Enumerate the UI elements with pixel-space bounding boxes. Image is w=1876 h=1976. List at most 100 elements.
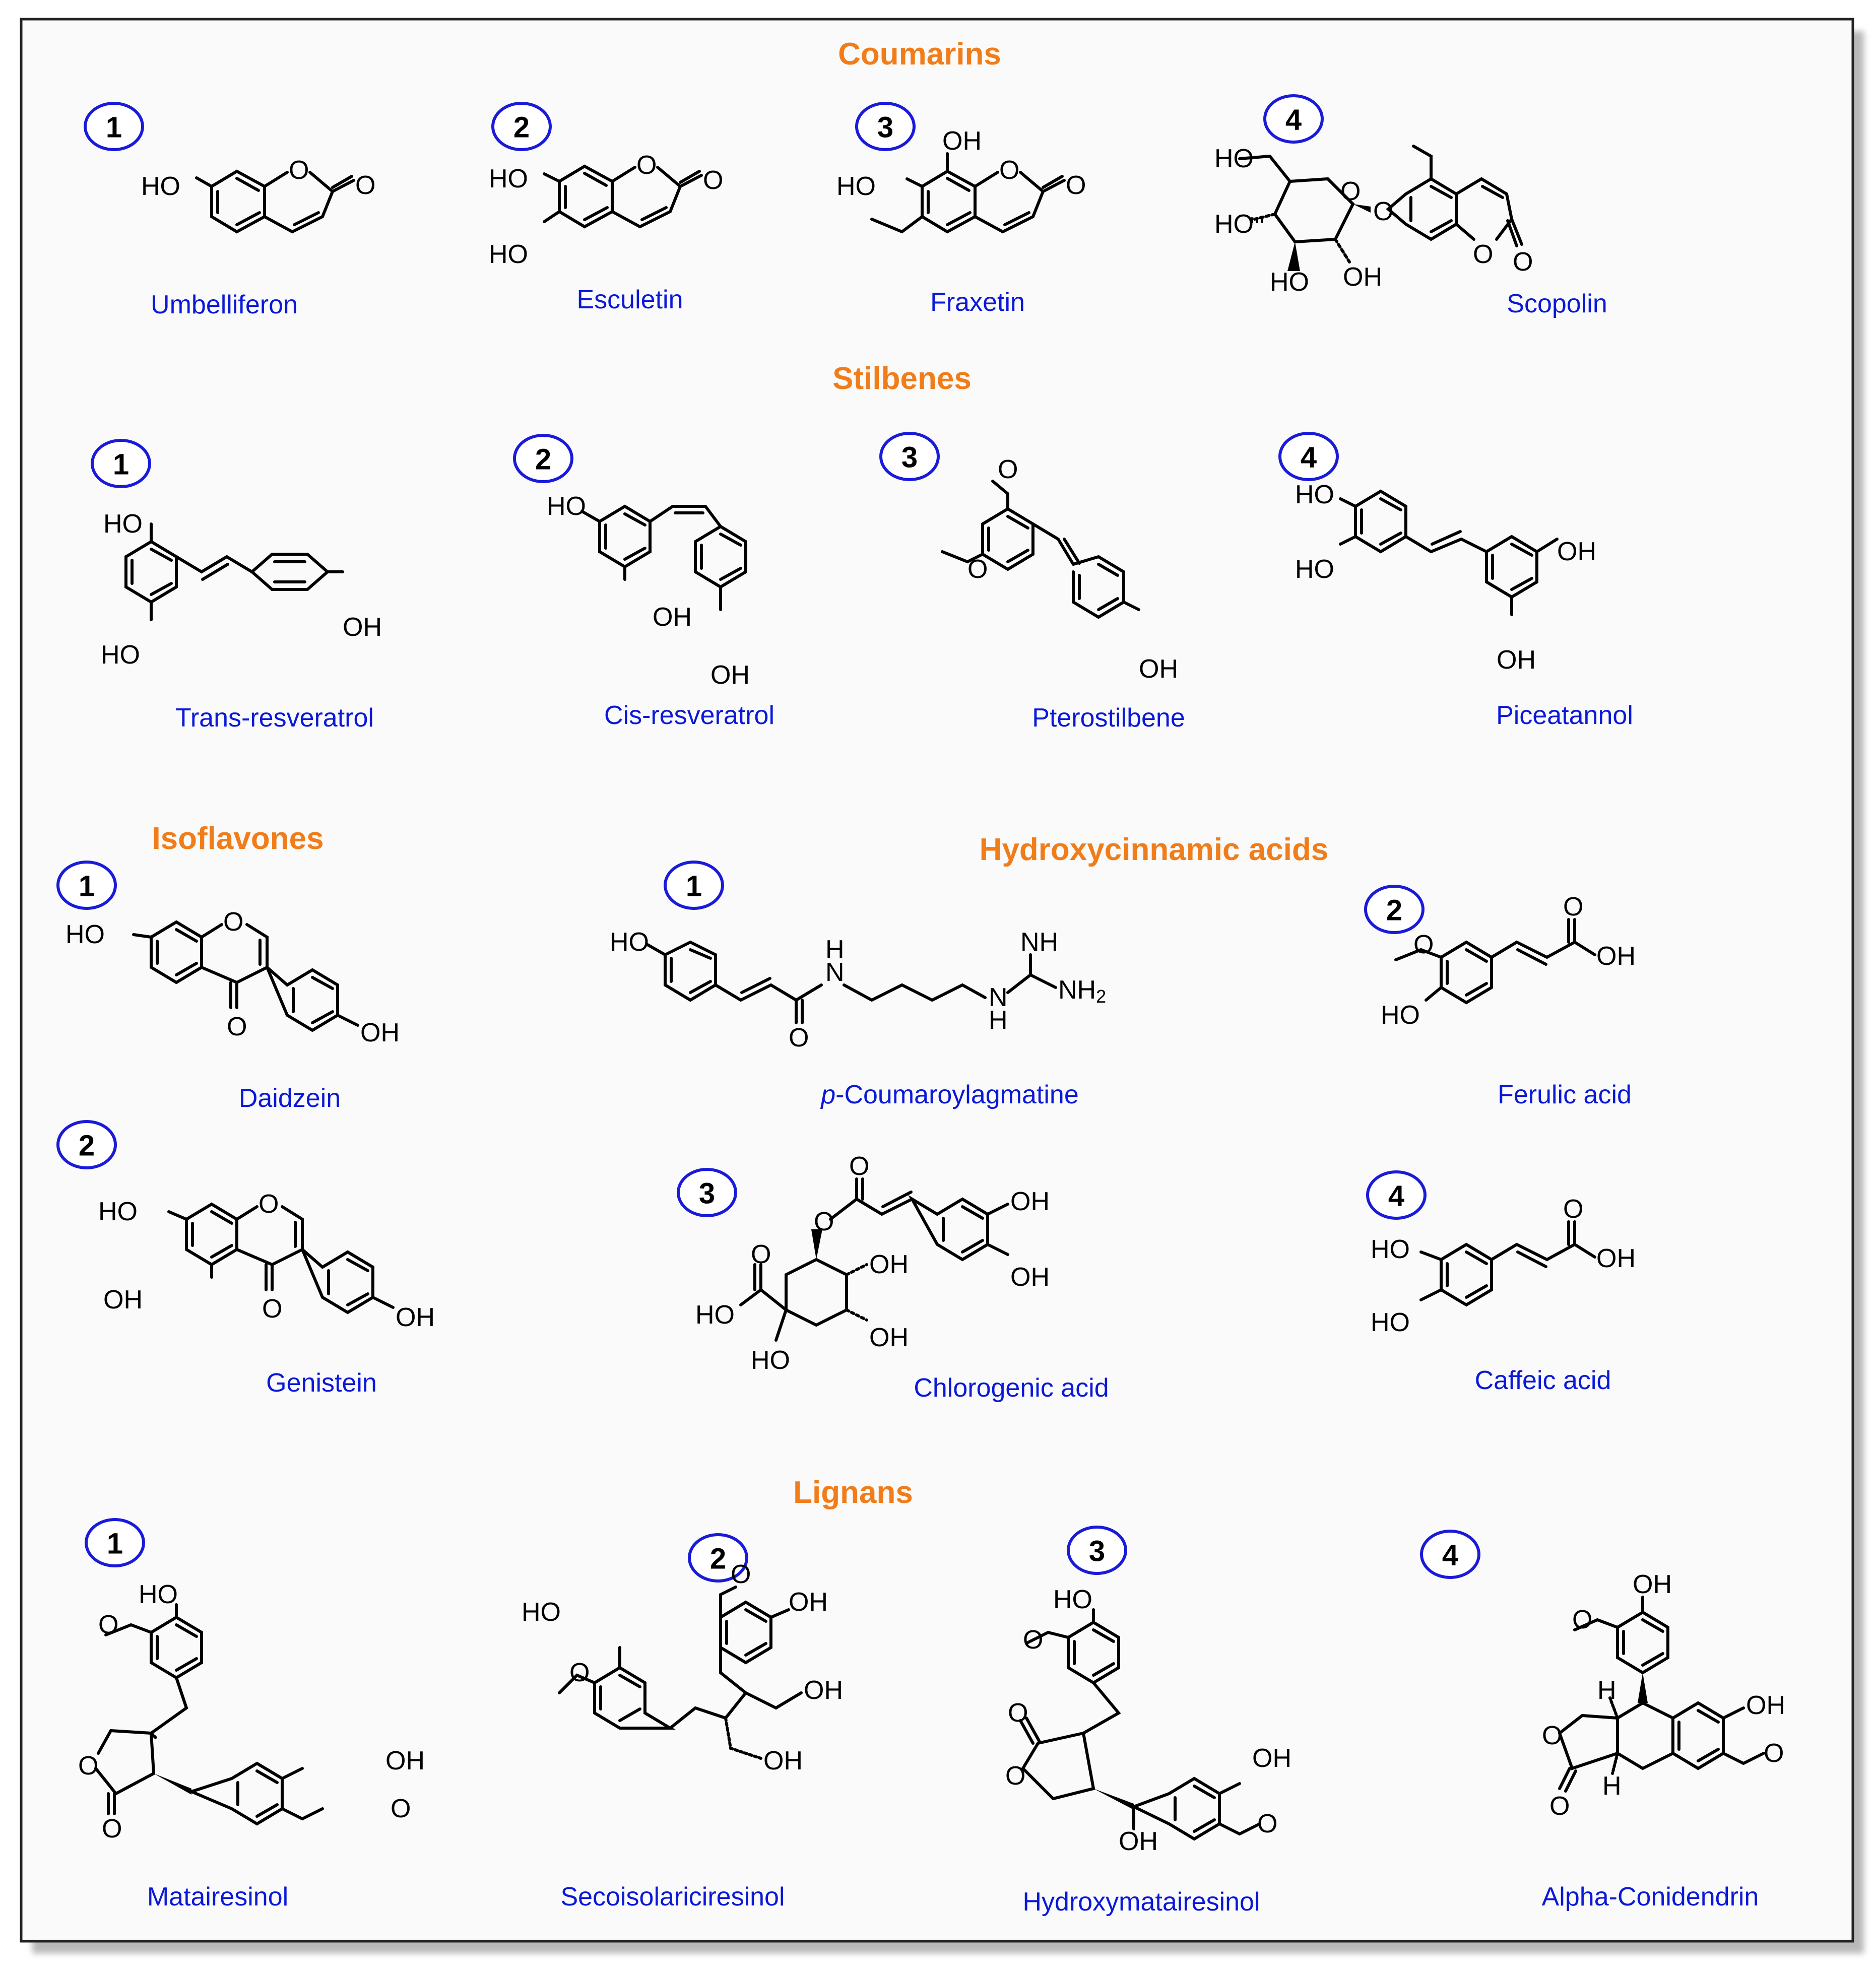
svg-text:HO: HO [103,509,143,539]
svg-text:OH: OH [360,1018,400,1047]
svg-text:1: 1 [107,1528,123,1560]
svg-text:3: 3 [901,441,918,474]
structure-genistein: HO OH O O OH [98,1190,435,1332]
structure-esculetin: HO HO O O [489,151,723,269]
svg-text:OH: OH [1010,1187,1050,1216]
svg-text:O: O [1257,1809,1277,1838]
svg-text:2: 2 [1386,894,1402,927]
structure-ferulic-acid: O HO O OH [1381,892,1636,1030]
svg-text:O: O [1572,1605,1592,1634]
structure-chlorogenic-acid: O O O HO HO OH OH OH OH [695,1152,1050,1375]
svg-text:O: O [967,555,988,584]
structure-scopolin: HO HO ''' HO OH O O O O [1214,144,1533,297]
svg-text:OH: OH [1746,1691,1785,1720]
svg-text:N: N [989,983,1008,1012]
structure-hydroxymatairesinol: HO O O O OH OH O [1005,1585,1291,1856]
compound-name: Pterostilbene [1032,703,1185,733]
section-title-hydroxycinnamic: Hydroxycinnamic acids [980,832,1329,867]
svg-text:OH: OH [385,1746,425,1775]
svg-text:O: O [1373,197,1393,226]
svg-text:O: O [849,1152,869,1181]
svg-text:OH: OH [1596,942,1636,971]
number-badge: 4 [1278,432,1339,481]
svg-text:O: O [258,1190,279,1219]
figure-frame [20,18,1854,1943]
number-badge: 2 [491,102,552,151]
compound-name: p-Coumaroylagmatine [820,1080,1079,1109]
svg-text:O: O [1413,930,1434,959]
svg-text:4: 4 [1301,441,1317,474]
svg-text:HO: HO [1270,268,1309,297]
svg-text:N: N [825,958,845,987]
number-badge: 3 [855,102,916,151]
svg-text:1: 1 [106,111,122,144]
svg-text:O: O [569,1658,590,1687]
svg-text:HO: HO [1371,1235,1410,1264]
svg-text:O: O [98,1610,118,1639]
svg-text:O: O [223,907,243,937]
compound-name: Chlorogenic acid [914,1373,1109,1403]
svg-text:3: 3 [877,111,893,144]
number-badge: 2 [688,1533,748,1583]
number-badge: 3 [1067,1526,1127,1575]
structure-umbelliferon: HO O O [141,156,375,234]
svg-text:O: O [1563,1195,1583,1224]
structure-piceatannol: HO HO OH OH [1295,480,1596,675]
number-badge: 2 [56,1120,117,1169]
compound-name: Secoisolariciresinol [560,1882,785,1912]
svg-text:OH: OH [1557,537,1596,566]
number-badge: 4 [1263,94,1324,144]
svg-text:4: 4 [1388,1180,1404,1213]
svg-text:O: O [1764,1739,1784,1768]
svg-text:OH: OH [869,1250,909,1279]
compound-name: Umbelliferon [151,290,298,319]
compound-name: Daidzein [239,1084,341,1113]
svg-text:OH: OH [1497,645,1536,675]
compound-name: Piceatannol [1496,701,1633,730]
svg-text:2: 2 [513,111,530,144]
svg-text:OH: OH [1633,1570,1672,1599]
structure-cis-resveratrol: HO OH OH [547,492,750,690]
compound-name: Matairesinol [147,1882,288,1912]
svg-text:O: O [355,171,375,200]
svg-text:NH2: NH2 [1058,975,1106,1007]
structure-p-coumaroylagmatine: HO O N H N H NH NH2 [610,928,1106,1052]
svg-text:OH: OH [1252,1744,1291,1773]
svg-text:HO: HO [1214,210,1254,239]
structure-trans-resveratrol: HO HO OH [101,509,382,670]
svg-text:O: O [636,151,657,180]
svg-text:OH: OH [1596,1244,1636,1273]
svg-text:O: O [999,156,1019,185]
svg-text:HO: HO [101,640,140,670]
compound-name: Fraxetin [930,288,1025,317]
structure-caffeic-acid: HO HO O OH [1371,1195,1636,1337]
svg-text:O: O [102,1814,122,1843]
number-badge: 4 [1420,1530,1480,1579]
number-badge: 2 [1364,885,1425,934]
svg-text:''': ''' [1250,212,1265,241]
svg-text:O: O [227,1012,247,1041]
svg-text:OH: OH [343,613,382,642]
number-badge: 1 [91,439,151,488]
svg-text:HO: HO [489,164,528,193]
compound-name: Hydroxymatairesinol [1022,1887,1260,1917]
svg-text:O: O [703,166,723,195]
svg-text:O: O [998,455,1018,484]
svg-text:OH: OH [942,126,982,156]
section-title-isoflavones: Isoflavones [152,821,324,856]
svg-text:OH: OH [763,1746,803,1775]
svg-text:HO: HO [139,1580,178,1609]
svg-text:HO: HO [1295,480,1334,509]
svg-text:HO: HO [836,172,876,201]
svg-text:O: O [1005,1761,1025,1791]
svg-text:NH: NH [1020,928,1058,957]
svg-text:OH: OH [789,1588,828,1617]
svg-text:4: 4 [1285,104,1302,137]
number-badge: 1 [664,861,724,910]
number-badge: 2 [513,434,573,483]
svg-text:HO: HO [66,920,105,949]
svg-text:O: O [1513,247,1533,277]
svg-text:HO: HO [751,1346,790,1375]
svg-text:HO: HO [695,1300,735,1330]
